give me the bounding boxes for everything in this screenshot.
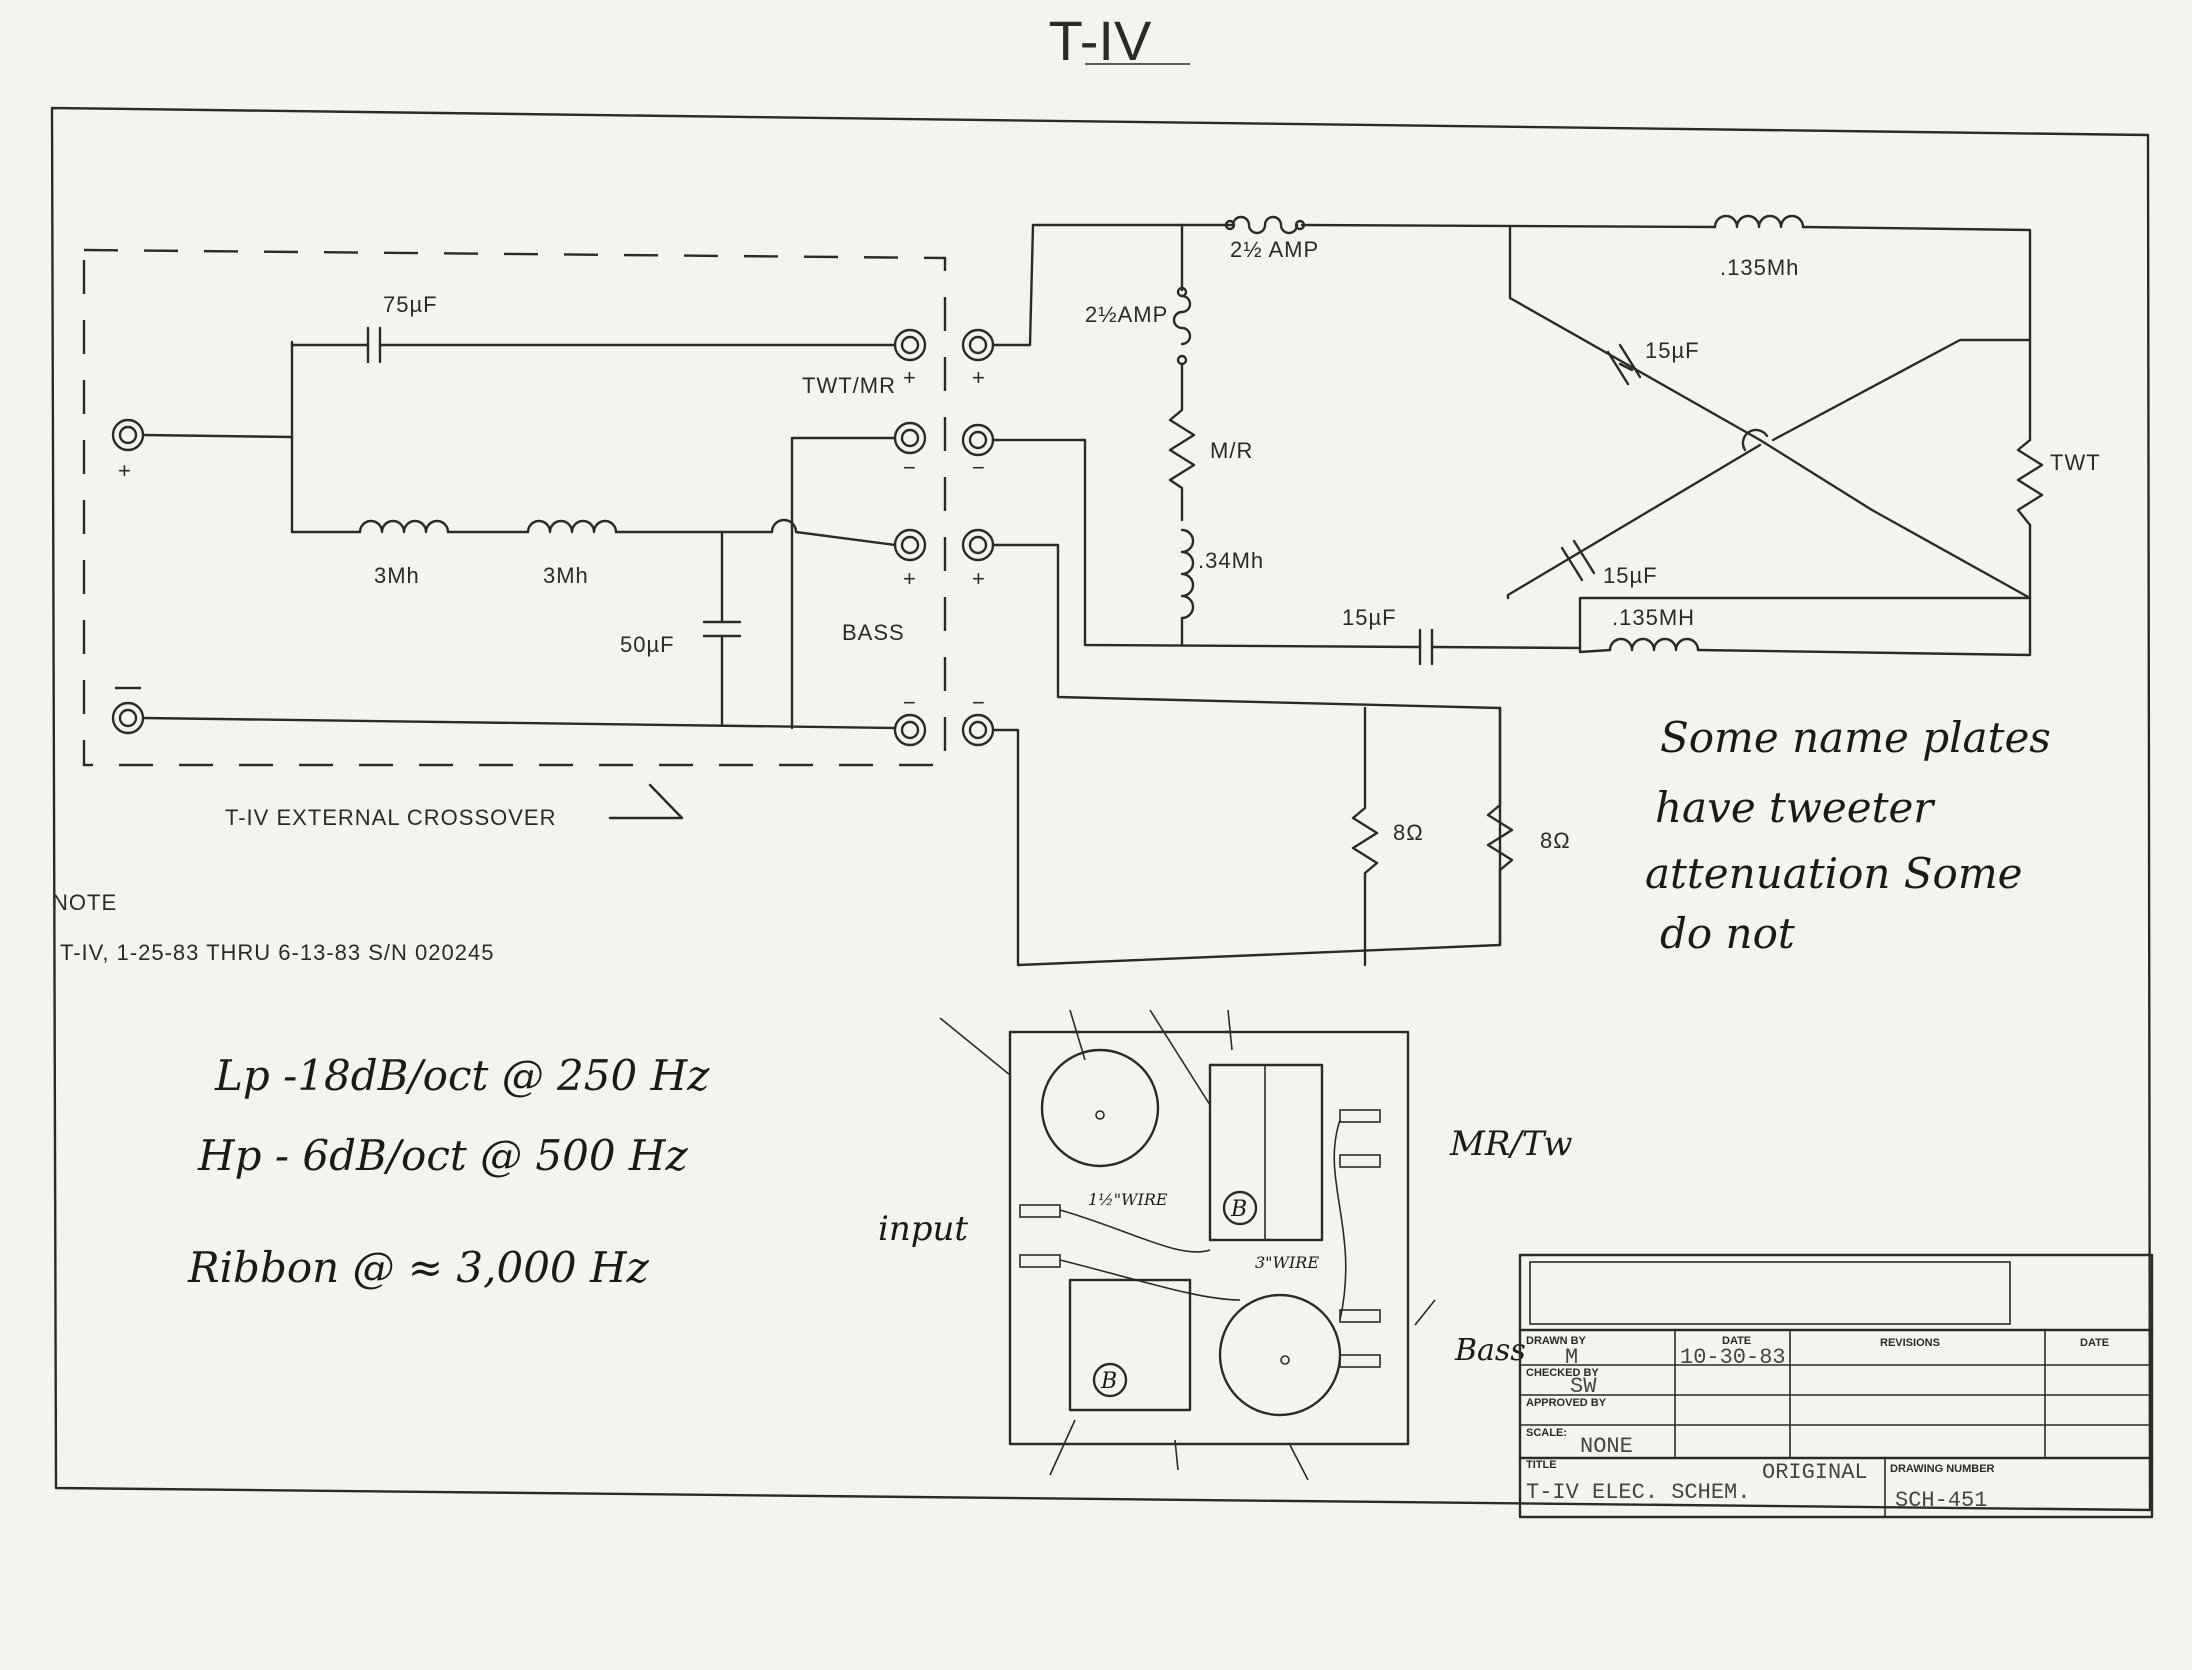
inductor-135mh-bottom-label: .135MH	[1612, 605, 1695, 630]
sheet-border	[50, 106, 2152, 1512]
bass-driver-1-label: 8Ω	[1393, 820, 1424, 845]
capacitor-15uf-lower-label: 15µF	[1603, 563, 1658, 588]
inductor-135mh-bottom	[1608, 637, 1700, 652]
svg-text:1½"WIRE: 1½"WIRE	[1088, 1190, 1168, 1209]
svg-text:SCH-451: SCH-451	[1895, 1488, 1987, 1513]
fuse-2-5-amp-1	[1231, 215, 1299, 235]
capacitor-15uf-upper	[1606, 350, 1630, 386]
svg-text:−: −	[972, 455, 986, 480]
crossover-circuit: + 75µF 3Mh 3Mh 50µF BASS	[111, 292, 927, 830]
input-annotation: input	[878, 1209, 968, 1249]
crossover-output-terminals	[893, 328, 927, 747]
svg-text:+: +	[972, 566, 986, 591]
svg-text:Lp -18dB/oct @ 250 Hz: Lp -18dB/oct @ 250 Hz	[214, 1051, 710, 1100]
svg-text:attenuation Some: attenuation Some	[1645, 849, 2023, 898]
svg-text:B: B	[1100, 1369, 1117, 1394]
mrtw-annotation: MR/Tw	[1449, 1124, 1572, 1164]
company-logo	[1529, 1261, 2011, 1325]
capacitor-75uf-label: 75µF	[383, 292, 438, 317]
svg-text:DRAWING NUMBER: DRAWING NUMBER	[1890, 1463, 1995, 1475]
svg-text:+: +	[903, 365, 917, 390]
bass-annotation: Bass	[1454, 1333, 1526, 1368]
inductor-34mh-label: .34Mh	[1198, 548, 1264, 573]
note-text: T-IV, 1-25-83 THRU 6-13-83 S/N 020245	[60, 940, 494, 965]
svg-text:+: +	[972, 365, 986, 390]
svg-text:ORIGINAL: ORIGINAL	[1762, 1460, 1868, 1485]
inductor-block-bottom	[1068, 1278, 1192, 1412]
svg-text:DRAWN BY: DRAWN BY	[1526, 1335, 1587, 1347]
fuse-2-5-amp-2	[1172, 294, 1192, 346]
inductor-135mh-top-label: .135Mh	[1720, 255, 1799, 280]
note-heading: NOTE	[52, 890, 117, 915]
svg-text:do not: do not	[1660, 909, 1795, 958]
svg-text:−: −	[903, 455, 917, 480]
ribbon-mr-driver	[1168, 362, 1196, 522]
inductor-block-top	[1208, 1063, 1324, 1242]
physical-layout-sketch: B B 1½"WIRE 3"WIRE input MR/Tw Bass	[878, 1009, 1572, 1481]
handwritten-remark: Some name plates have tweeter attenuatio…	[1645, 713, 2051, 958]
speaker-circuit: + − + − 2½ AMP .135Mh 2½AMP M/R .34Mh 15…	[961, 214, 2101, 967]
bass-driver-2-label: 8Ω	[1540, 828, 1571, 853]
bass-label: BASS	[842, 620, 905, 645]
svg-text:REVISIONS: REVISIONS	[1880, 1337, 1940, 1349]
svg-text:3"WIRE: 3"WIRE	[1255, 1253, 1319, 1272]
svg-text:NONE: NONE	[1580, 1434, 1633, 1459]
page-title: T-IV	[1049, 9, 1152, 72]
fuse-1-label: 2½ AMP	[1230, 237, 1319, 262]
crossover-caption: T-IV EXTERNAL CROSSOVER	[225, 805, 556, 830]
svg-text:M: M	[1565, 1345, 1578, 1370]
svg-text:+: +	[903, 566, 917, 591]
bass-driver-8ohm-1	[1351, 706, 1379, 967]
svg-text:SW: SW	[1570, 1374, 1597, 1399]
capacitor-15uf-upper-label: 15µF	[1645, 338, 1700, 363]
fuse-2-label: 2½AMP	[1085, 302, 1168, 327]
svg-text:T-IV ELEC. SCHEM.: T-IV ELEC. SCHEM.	[1526, 1480, 1750, 1505]
inductor-3mh-1-label: 3Mh	[374, 563, 420, 588]
svg-text:Hp - 6dB/oct @ 500 Hz: Hp - 6dB/oct @ 500 Hz	[197, 1131, 689, 1180]
crossover-specs: Lp -18dB/oct @ 250 Hz Hp - 6dB/oct @ 500…	[187, 1051, 710, 1292]
inductor-3mh-2-label: 3Mh	[543, 563, 589, 588]
input-plus-label: +	[118, 458, 132, 483]
svg-text:B: B	[1230, 1197, 1247, 1222]
capacitor-15uf-series-label: 15µF	[1342, 605, 1397, 630]
svg-text:Some name plates: Some name plates	[1660, 713, 2051, 762]
title-block: DRAWN BY M DATE 10-30-83 REVISIONS DATE …	[1518, 1253, 2154, 1519]
twt-mr-label: TWT/MR	[802, 373, 896, 398]
svg-text:DATE: DATE	[1722, 1335, 1751, 1347]
inductor-3mh-2	[526, 519, 618, 534]
crossover-boundary	[82, 248, 947, 767]
twt-label: TWT	[2050, 450, 2101, 475]
svg-text:−: −	[903, 690, 917, 715]
capacitor-50uf-label: 50µF	[620, 632, 675, 657]
inductor-34mh	[1180, 528, 1195, 620]
inductor-135mh-top	[1713, 214, 1805, 229]
input-minus-terminal	[111, 701, 145, 735]
svg-text:10-30-83: 10-30-83	[1680, 1345, 1786, 1370]
svg-text:CHECKED BY: CHECKED BY	[1526, 1367, 1599, 1379]
svg-text:have tweeter: have tweeter	[1655, 783, 1936, 832]
svg-text:TITLE: TITLE	[1526, 1459, 1557, 1471]
capacitor-can-top	[1040, 1048, 1160, 1168]
svg-text:−: −	[972, 690, 986, 715]
input-plus-terminal	[111, 418, 145, 452]
svg-text:DATE: DATE	[2080, 1337, 2109, 1349]
bass-driver-8ohm-2	[1486, 706, 1514, 947]
tweeter-twt	[2016, 438, 2044, 527]
svg-text:APPROVED BY: APPROVED BY	[1526, 1397, 1607, 1409]
capacitor-15uf-lower	[1560, 546, 1584, 582]
capacitor-can-bottom	[1218, 1293, 1342, 1417]
svg-text:Ribbon @ ≈ 3,000 Hz: Ribbon @ ≈ 3,000 Hz	[187, 1243, 650, 1292]
mr-label: M/R	[1210, 438, 1253, 463]
svg-text:SCALE:: SCALE:	[1526, 1427, 1567, 1439]
inductor-3mh-1	[358, 519, 450, 534]
